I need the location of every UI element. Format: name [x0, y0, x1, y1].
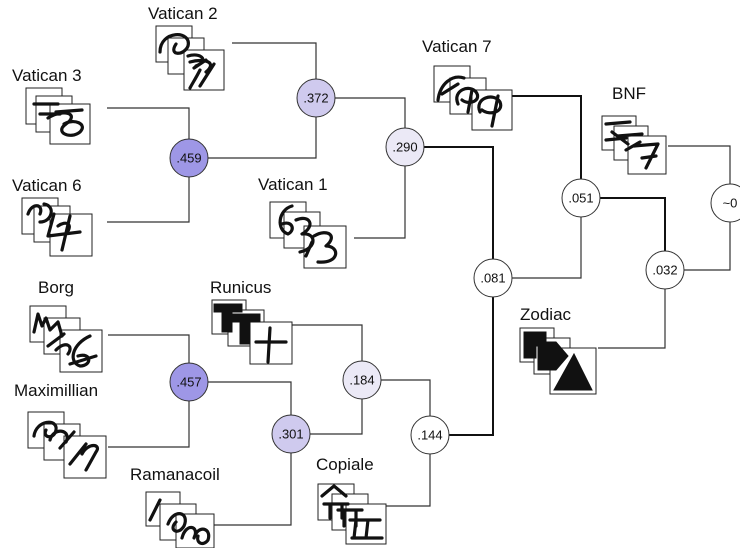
edge-vatican3	[107, 107, 190, 140]
edge-copiale	[386, 454, 431, 507]
glyph-stack-borg	[29, 305, 103, 373]
node-081-label: .081	[480, 271, 505, 286]
node-144: .144	[410, 415, 450, 455]
node-290-label: .290	[392, 140, 417, 155]
glyph-stack-copiale	[317, 483, 387, 545]
node-184: .184	[342, 360, 382, 400]
label-ramanacoil: Ramanacoil	[130, 465, 220, 484]
edge-290-081	[424, 146, 494, 260]
node-459-label: .459	[176, 151, 201, 166]
edge-051-032	[600, 197, 666, 252]
glyph-stack-zodiac	[519, 327, 597, 395]
edge-vatican1	[354, 166, 406, 239]
node-051: .051	[561, 178, 601, 218]
glyph-stack-bnf	[601, 115, 667, 175]
label-vatican1: Vatican 1	[258, 175, 328, 194]
glyph-stack-vatican3	[25, 87, 91, 145]
label-borg: Borg	[38, 278, 74, 297]
label-copiale: Copiale	[316, 455, 374, 474]
edge-runicus	[291, 324, 363, 362]
node-051-label: .051	[568, 191, 593, 206]
edge-081-051	[512, 217, 582, 279]
node-301: .301	[271, 414, 311, 454]
node-457-label: .457	[176, 375, 201, 390]
internal-nodes: .372 .459 .290 .081 .051 .032 ~0 .457	[169, 78, 740, 455]
node-184-label: .184	[349, 373, 374, 388]
glyph-stack-vatican6	[21, 197, 93, 257]
glyph-stack-vatican7	[433, 65, 513, 131]
node-0-label: ~0	[723, 196, 738, 211]
node-290: .290	[385, 127, 425, 167]
label-vatican7: Vatican 7	[422, 37, 492, 56]
edge-bnf	[668, 145, 731, 185]
edge-372-459	[207, 117, 317, 159]
edge-borg	[108, 334, 190, 364]
edge-vatican6	[107, 176, 190, 223]
node-032: .032	[645, 250, 685, 290]
glyph-stack-vatican1	[269, 201, 347, 269]
edge-maximillian	[108, 400, 190, 448]
tree-edges	[107, 42, 731, 526]
node-372-label: .372	[303, 91, 328, 106]
edge-144-081	[449, 296, 494, 436]
edge-vatican2	[232, 42, 317, 79]
node-032-label: .032	[652, 263, 677, 278]
edge-zodiac	[598, 288, 666, 349]
glyph-stack-ramanacoil	[145, 491, 215, 548]
node-144-label: .144	[417, 428, 442, 443]
glyph-stack-runicus	[211, 299, 293, 365]
leaf-labels: Vatican 2 Vatican 3 Vatican 6 Vatican 1 …	[12, 4, 646, 484]
edge-301-184	[309, 398, 363, 435]
glyph-stack-maximillian	[27, 411, 107, 479]
node-0: ~0	[710, 183, 740, 223]
label-vatican3: Vatican 3	[12, 66, 82, 85]
edge-ramanacoil	[213, 452, 292, 526]
node-081: .081	[473, 258, 513, 298]
edge-032-0	[684, 220, 731, 271]
node-457: .457	[169, 362, 209, 402]
edge-457-301	[207, 381, 292, 415]
edge-184-144	[380, 379, 431, 416]
label-vatican2: Vatican 2	[148, 4, 218, 23]
label-zodiac: Zodiac	[520, 305, 572, 324]
node-301-label: .301	[278, 427, 303, 442]
node-372: .372	[296, 78, 336, 118]
node-459: .459	[169, 138, 209, 178]
label-vatican6: Vatican 6	[12, 176, 82, 195]
label-runicus: Runicus	[210, 278, 271, 297]
edge-vatican7	[512, 95, 582, 180]
label-bnf: BNF	[612, 84, 646, 103]
label-maximillian: Maximillian	[14, 381, 98, 400]
glyph-stack-vatican2	[155, 25, 225, 91]
edge-372-290	[333, 97, 406, 128]
